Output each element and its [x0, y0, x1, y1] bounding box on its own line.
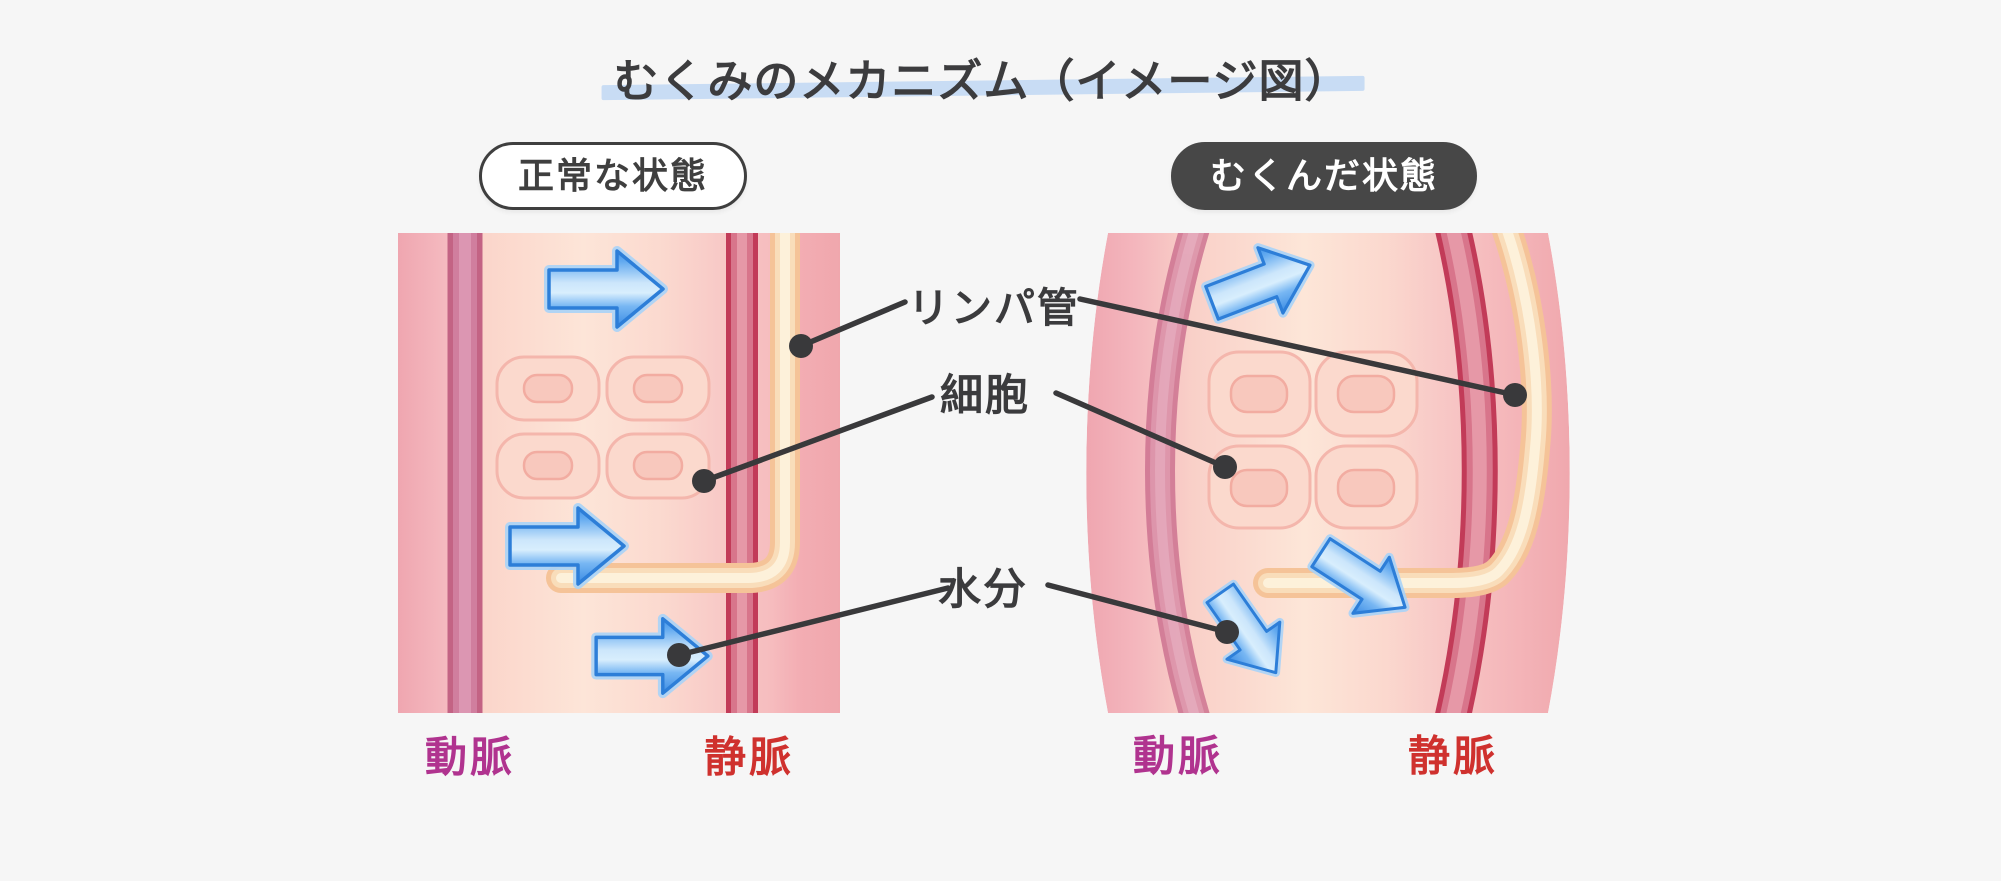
- right-vein-stripe: [1434, 233, 1498, 713]
- callout-line: [676, 585, 951, 658]
- right-cells: [1207, 350, 1419, 530]
- callout-dot: [692, 469, 716, 493]
- badge-swollen-state: むくんだ状態: [1170, 142, 1478, 210]
- right-lymph-vessel: [1253, 233, 1552, 598]
- left-lymph-vessel: [546, 233, 800, 593]
- label-right-vein: 静脈: [1407, 732, 1499, 780]
- callout-line: [1053, 390, 1228, 470]
- callout-dot: [1215, 620, 1239, 644]
- callout-dot: [789, 334, 813, 358]
- label-left-vein: 静脈: [703, 733, 795, 781]
- label-left-artery: 動脈: [424, 733, 516, 781]
- right-panel-illustration: [1086, 233, 1570, 713]
- callout-dot: [1213, 455, 1237, 479]
- callout-line: [1045, 582, 1230, 635]
- label-cell: 細胞: [940, 372, 1030, 420]
- page-title: むくみのメカニズム（イメージ図）: [601, 45, 1365, 110]
- left-cells: [495, 355, 711, 500]
- callout-dot: [667, 643, 691, 667]
- callout-lines: [676, 296, 1518, 658]
- page-title-text: むくみのメカニズム（イメージ図）: [613, 55, 1351, 107]
- callout-dots: [667, 334, 1527, 667]
- badge-normal-state: 正常な状態: [478, 142, 748, 210]
- callout-line: [701, 394, 935, 484]
- label-right-artery: 動脈: [1132, 732, 1224, 780]
- label-water: 水分: [938, 566, 1028, 614]
- callout-line: [798, 299, 908, 349]
- callout-dot: [1503, 383, 1527, 407]
- label-lymph-vessel: リンパ管: [908, 285, 1080, 331]
- right-artery-stripe: [1145, 233, 1211, 713]
- callout-line: [1077, 296, 1518, 398]
